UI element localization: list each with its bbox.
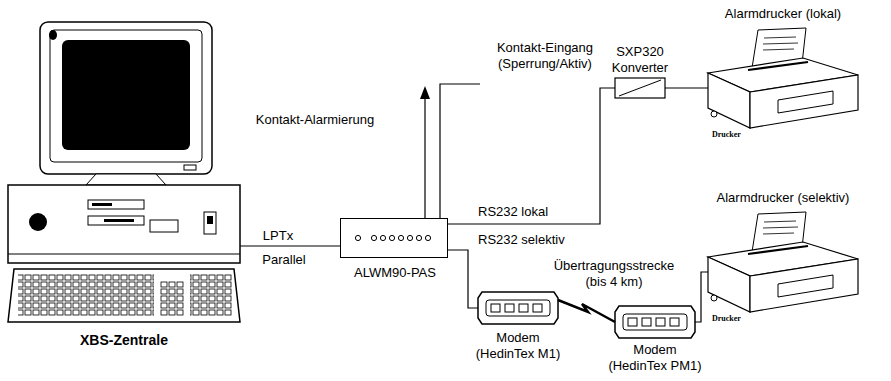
modem-node: Modem (HedinTex M1) [478,292,558,324]
modem-illustration [628,318,637,326]
device-label: SXP320 Konverter [600,44,680,76]
printer-illustration [711,111,717,117]
printer-illustration [711,295,717,301]
modem-illustration [478,292,558,324]
printer-illustration [763,37,798,50]
status-leds [355,235,430,240]
printer-brand: Drucker [712,130,756,140]
contact-alarm-arrow [420,86,430,99]
printer-node: Alarmdrucker (selektiv)Drucker [708,212,858,317]
printer-illustration [708,73,750,128]
printer-illustration [708,212,858,312]
computer-node: XBS-Zentrale [8,22,240,322]
status-leds [389,235,394,240]
radio-link [558,300,615,322]
status-leds [398,235,403,240]
computer-illustration [50,30,202,162]
printer-illustration [748,62,808,70]
computer-illustration [160,281,184,316]
printer-illustration [763,221,798,234]
status-leds [355,235,360,240]
link-label: Übertragungsstrecke (bis 4 km) [548,258,680,290]
port-label: Parallel [258,252,310,268]
computer-illustration [8,22,240,322]
printer-node: Alarmdrucker (lokal)Drucker [708,28,858,133]
interface-label: RS232 selektiv [478,232,578,248]
computer-illustration [104,219,134,222]
computer-illustration [49,30,57,40]
modem-illustration [505,304,514,312]
printer-illustration [748,246,808,254]
cable-line [240,245,340,246]
signal-label: Kontakt-Alarmierung [240,112,390,128]
modem-illustration [623,314,687,330]
converter-symbol [615,78,665,98]
modem-illustration [656,318,665,326]
printer-illustration [750,259,858,312]
modem-illustration [519,304,528,312]
device-label: Alarmdrucker (lokal) [698,6,868,22]
computer-illustration [88,216,144,225]
modem-illustration [478,292,558,324]
modem-illustration [491,304,500,312]
cable-line [665,87,708,88]
printer-illustration [750,75,858,128]
device-label: Modem (HedinTex PM1) [605,342,705,374]
status-leds [425,235,430,240]
interface-label: RS232 lokal [478,204,568,220]
modem-illustration [615,306,695,338]
cable-line [448,88,615,224]
computer-illustration [150,220,178,232]
device-label: Alarmdrucker (selektiv) [698,190,868,206]
status-leds [371,235,376,240]
cable-line [695,272,708,322]
printer-illustration [778,275,833,297]
printer-illustration [708,28,858,128]
contact-input-line [440,84,480,218]
converter-symbol [619,80,661,96]
computer-illustration [29,213,47,231]
converter-symbol [615,78,665,98]
modem-illustration [533,304,542,312]
computer-illustration [40,22,212,174]
computer-illustration [190,274,232,316]
modem-illustration [486,300,550,316]
modem-illustration [670,318,679,326]
device-label: ALWM90-PAS [335,265,455,281]
computer-illustration [92,203,112,206]
contact-input-line [440,84,480,218]
device-label: XBS-Zentrale [24,332,224,349]
status-leds [416,235,421,240]
computer-illustration [204,212,216,234]
modem-node: Modem (HedinTex PM1) [615,306,695,338]
contact-alarm-arrow [424,98,425,218]
port-label: LPTx [258,228,298,244]
status-leds [380,235,385,240]
computer-illustration [184,165,196,170]
signal-label: Kontakt-Eingang (Sperrung/Aktiv) [486,40,604,72]
device-label: Modem (HedinTex M1) [468,330,568,362]
converter-node: SXP320 Konverter [615,78,665,98]
modem-illustration [615,306,695,338]
computer-illustration [62,40,190,150]
status-leds [407,235,412,240]
printer-brand: Drucker [712,314,756,324]
computer-illustration [88,200,144,209]
computer-illustration [8,185,240,263]
cable-line [448,250,478,308]
modem-illustration [642,318,651,326]
contact-alarm-arrow [420,86,430,218]
interface-box: ALWM90-PAS [340,218,448,258]
computer-illustration [86,174,166,185]
computer-illustration [8,269,240,322]
printer-illustration [778,91,833,113]
computer-illustration [18,274,154,316]
printer-illustration [708,257,750,312]
computer-illustration [8,254,240,255]
computer-illustration [207,216,213,224]
